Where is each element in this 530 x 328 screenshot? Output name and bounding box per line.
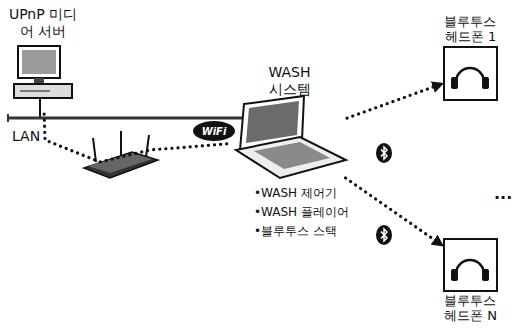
router-top bbox=[88, 153, 152, 173]
drive-slot bbox=[20, 90, 50, 92]
bullet-item: •블루투스 스택 bbox=[254, 224, 337, 239]
monitor-screen bbox=[22, 50, 56, 74]
ear-pad bbox=[451, 269, 458, 281]
bullet-item: •WASH 플레이어 bbox=[254, 205, 349, 220]
antenna bbox=[120, 131, 122, 155]
node-title: WASH 시스템 bbox=[262, 64, 318, 98]
headphone-box: 블루투스 헤드폰 N bbox=[443, 238, 498, 292]
headband bbox=[456, 68, 484, 82]
network-label: LAN bbox=[12, 128, 40, 144]
node-title: 블루투스 헤드폰 N bbox=[441, 293, 501, 323]
headphone-icon bbox=[451, 260, 489, 281]
bluetooth-badge bbox=[376, 225, 392, 245]
bullet-item: •WASH 제어기 bbox=[254, 186, 337, 201]
bluetooth-rune bbox=[381, 229, 387, 241]
bluetooth-icon bbox=[376, 143, 392, 163]
ear-pad bbox=[451, 77, 458, 89]
ear-pad bbox=[482, 77, 489, 89]
antenna bbox=[93, 138, 96, 162]
lan-bus bbox=[8, 117, 255, 120]
wifi-logo bbox=[193, 121, 235, 141]
node-title: UPnP 미디어 서버 bbox=[4, 6, 82, 40]
bluetooth-rune bbox=[381, 147, 387, 159]
laptop-base bbox=[236, 137, 346, 178]
headphone-icon bbox=[451, 68, 489, 89]
computer-illustration bbox=[14, 46, 72, 118]
ear-pad bbox=[482, 269, 489, 281]
monitor-neck bbox=[34, 78, 44, 83]
bus-end bbox=[7, 114, 9, 122]
headphone-box: 블루투스 헤드폰 1 bbox=[443, 46, 498, 101]
computer-base bbox=[14, 84, 72, 98]
dotted-connector bbox=[44, 114, 232, 162]
media-server: UPnP 미디어 서버 bbox=[10, 44, 76, 114]
wireless-router bbox=[84, 131, 158, 178]
network-drop bbox=[39, 98, 41, 118]
node-title: 블루투스 헤드폰 1 bbox=[441, 14, 501, 44]
router-body bbox=[84, 152, 158, 178]
antenna bbox=[146, 135, 149, 157]
dotted-connector bbox=[346, 178, 443, 246]
laptop-keyboard bbox=[254, 142, 330, 169]
bluetooth-icon bbox=[376, 225, 392, 245]
laptop-screen bbox=[246, 101, 299, 143]
dotted-connector bbox=[347, 83, 443, 118]
ellipsis-mark: ... bbox=[494, 184, 512, 203]
laptop-illustration bbox=[236, 96, 346, 178]
bluetooth-badge bbox=[376, 143, 392, 163]
monitor bbox=[18, 46, 60, 78]
headband bbox=[456, 260, 484, 274]
wash-system: WASH 시스템•WASH 제어기•WASH 플레이어•블루투스 스택 bbox=[232, 100, 347, 178]
wifi-logo-text: WiFi bbox=[202, 126, 227, 137]
